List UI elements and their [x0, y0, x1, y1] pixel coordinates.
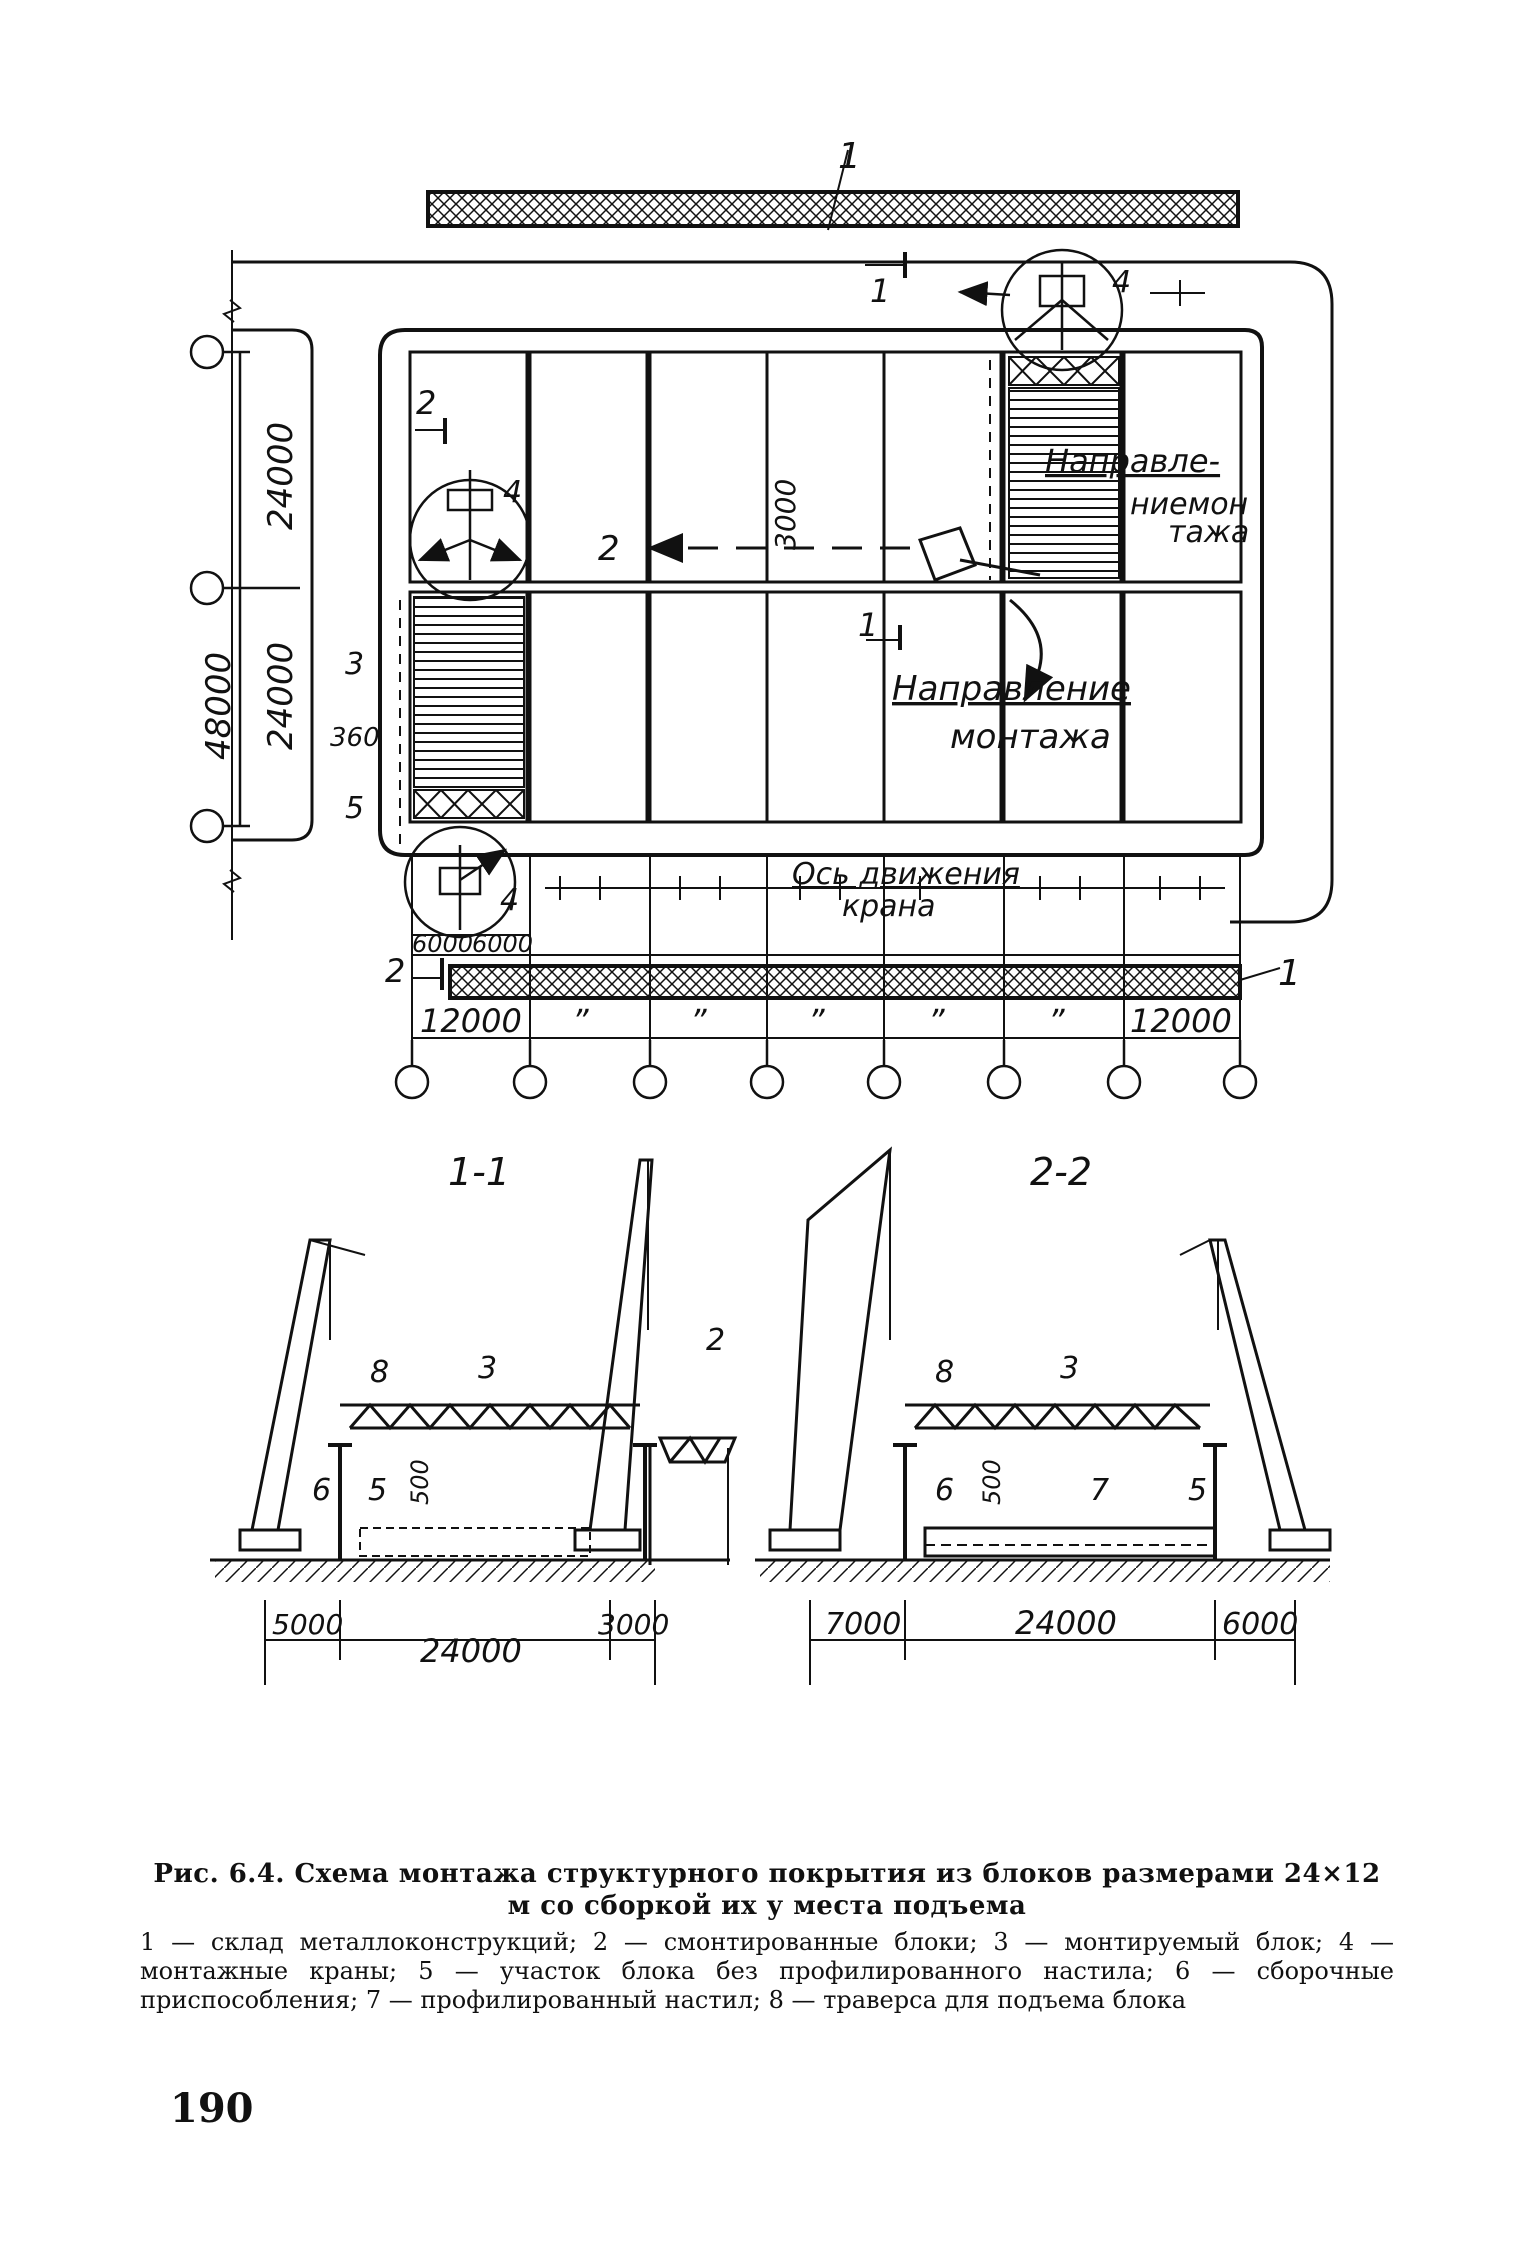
s1-dim-24000: 24000: [420, 1632, 522, 1670]
s2-dim-6000: 6000: [1222, 1607, 1298, 1642]
page-number: 190: [170, 2085, 254, 2132]
s1-label-3: 3: [478, 1351, 497, 1386]
block-grid: [408, 350, 1243, 824]
section-1-title: 1-1: [448, 1150, 510, 1194]
label-crane-tr: 4: [1112, 265, 1131, 300]
crane-top-right: [957, 248, 1124, 372]
building-outline: [378, 328, 1264, 857]
label-crane-bl: 4: [500, 883, 519, 918]
crane-top-left: [408, 470, 532, 602]
mounted-block-left: [413, 596, 525, 788]
s2-label-6: 6: [935, 1473, 954, 1508]
dim-ditto-5: ”: [1048, 1002, 1065, 1040]
mounted-block-right: [1008, 387, 1120, 579]
dim-6000-a: 6000: [412, 930, 473, 958]
label-sec2-bottom: 2: [385, 952, 405, 990]
s2-label-7: 7: [1090, 1473, 1109, 1508]
direction-mid-2: монтажа: [950, 717, 1111, 757]
label-mounted: 2: [598, 529, 620, 569]
s1-dim-500: 500: [406, 1459, 434, 1505]
direction-right-1: Направле-: [1045, 442, 1220, 480]
s2-dim-500: 500: [978, 1459, 1006, 1505]
label-sec1-top: 1: [870, 272, 890, 310]
s2-label-3: 3: [1060, 1351, 1079, 1386]
s1-label-2: 2: [706, 1323, 725, 1358]
dim-6000-b: 6000: [472, 930, 533, 958]
label-store-bottom: 1: [1278, 953, 1301, 994]
dim-ditto-4: ”: [928, 1002, 945, 1040]
dim-3000: 3000: [769, 479, 802, 550]
crane-bottom-left: [403, 825, 517, 939]
crane-track: [232, 260, 1334, 924]
s1-label-6: 6: [312, 1473, 331, 1508]
dim-48000: 48000: [199, 652, 239, 760]
section-1-1: [210, 1158, 738, 1685]
label-sec1-mid: 1: [858, 606, 878, 644]
caption-legend: 1 — склад металлоконструкций; 2 — смонти…: [140, 1928, 1394, 2014]
crane-right-mid: [918, 526, 1054, 703]
s2-dim-7000: 7000: [825, 1607, 901, 1642]
dim-12000-right: 12000: [1130, 1002, 1232, 1040]
direction-mid-1: Направление: [892, 669, 1131, 709]
section-1-1-labels: 1-1 8 3 2 6 5 500 5000 24000 3000: [272, 1150, 725, 1670]
top-storage-strip: [426, 190, 1240, 228]
label-360: 360: [330, 723, 380, 753]
figure-caption: Рис. 6.4. Схема монтажа структурного пок…: [140, 1858, 1394, 2015]
dim-ditto-3: ”: [808, 1002, 825, 1040]
s2-dim-24000: 24000: [1015, 1604, 1117, 1642]
plan-labels: 1 1 1 1 2 2 2 4 4 4 3 360 5 24000 24000 …: [199, 136, 1301, 1040]
label-store-top: 1: [838, 136, 861, 177]
s1-dim-3000: 3000: [598, 1608, 669, 1641]
section-2-2-labels: 2-2 8 3 6 7 5 500 7000 24000 6000: [825, 1150, 1298, 1642]
s1-label-8: 8: [370, 1355, 389, 1390]
crane-axis-2: крана: [842, 889, 936, 924]
direction-right-3: тажа: [1168, 515, 1249, 550]
axis-circles-left: [189, 334, 300, 844]
s1-label-5: 5: [368, 1473, 387, 1508]
dim-24000-bottom: 24000: [261, 642, 301, 750]
label-crane-tl: 4: [503, 475, 522, 510]
s2-label-5: 5: [1188, 1473, 1207, 1508]
section-2-2: [755, 1146, 1332, 1685]
dim-12000-left: 12000: [420, 1002, 522, 1040]
crane-axis-1: Ось движения: [792, 857, 1020, 892]
dim-ditto-1: ”: [572, 1002, 589, 1040]
label-part: 5: [345, 791, 364, 826]
dim-ditto-2: ”: [690, 1002, 707, 1040]
s1-dim-5000: 5000: [272, 1608, 343, 1641]
caption-title: Рис. 6.4. Схема монтажа структурного пок…: [153, 1859, 1381, 1921]
axis-circles-bottom: [394, 1040, 1258, 1100]
label-sec2-top: 2: [416, 384, 436, 422]
section-2-title: 2-2: [1030, 1150, 1092, 1194]
section-markers: [412, 252, 907, 990]
s2-label-8: 8: [935, 1355, 954, 1390]
bottom-storage-strip: [448, 964, 1242, 1000]
dim-24000-top: 24000: [261, 422, 301, 530]
label-block: 3: [345, 647, 364, 682]
plan-view: [189, 149, 1334, 1100]
direction-right-2: ниемон: [1130, 487, 1248, 522]
